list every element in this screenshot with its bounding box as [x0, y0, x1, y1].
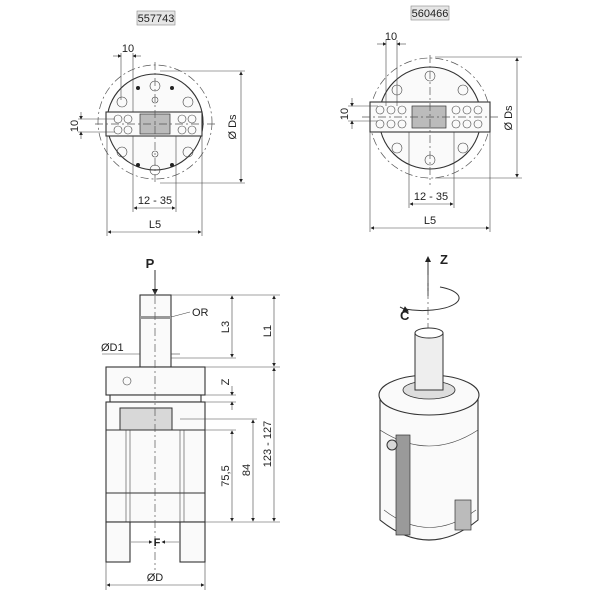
dim-stroke: 12 - 35	[138, 195, 172, 207]
dim-z: Z	[220, 378, 232, 385]
side-view: P OR ØD1 F ØD L3	[101, 256, 280, 590]
part-number: 557743	[138, 13, 175, 25]
dim-84: 84	[241, 464, 253, 476]
dim-height-10: 10	[339, 108, 351, 120]
dim-l5: L5	[149, 219, 161, 231]
top-cap	[105, 366, 206, 396]
shaft	[139, 294, 172, 368]
body-diameter-d: ØD	[147, 572, 164, 584]
grip-force-f: F	[154, 537, 161, 549]
jaw-right	[179, 521, 206, 563]
axis-c-label: C	[400, 308, 410, 323]
dim-diameter-ds: Ø Ds	[227, 114, 239, 140]
dim-l3: L3	[220, 321, 232, 333]
jaw-left	[105, 521, 131, 563]
iso-shaft-top	[414, 327, 444, 339]
dim-stroke: 12 - 35	[414, 191, 448, 203]
dim-l1: L1	[262, 325, 274, 337]
dim-width-10: 10	[385, 31, 397, 43]
dim-123-127: 123 - 127	[262, 421, 274, 467]
dim-75-5: 75,5	[220, 465, 232, 486]
force-p-label: P	[146, 256, 155, 271]
top-view-560466: 560466 Ø Ds L5 12 - 35 10 10	[339, 5, 522, 232]
dim-height-10: 10	[69, 120, 81, 132]
dim-width-10: 10	[122, 43, 134, 55]
dim-l5: L5	[424, 215, 436, 227]
shaft-diameter-d1: ØD1	[101, 342, 124, 354]
oring-label: OR	[192, 307, 209, 319]
axis-z-label: Z	[440, 252, 448, 267]
isometric-view: Z C	[378, 252, 480, 541]
dim-diameter-ds: Ø Ds	[503, 105, 515, 131]
part-number-box	[136, 10, 176, 26]
part-number: 560466	[412, 8, 449, 20]
top-view-557743: 557743 Ø Ds L5 12 - 35 10 10	[69, 10, 245, 236]
